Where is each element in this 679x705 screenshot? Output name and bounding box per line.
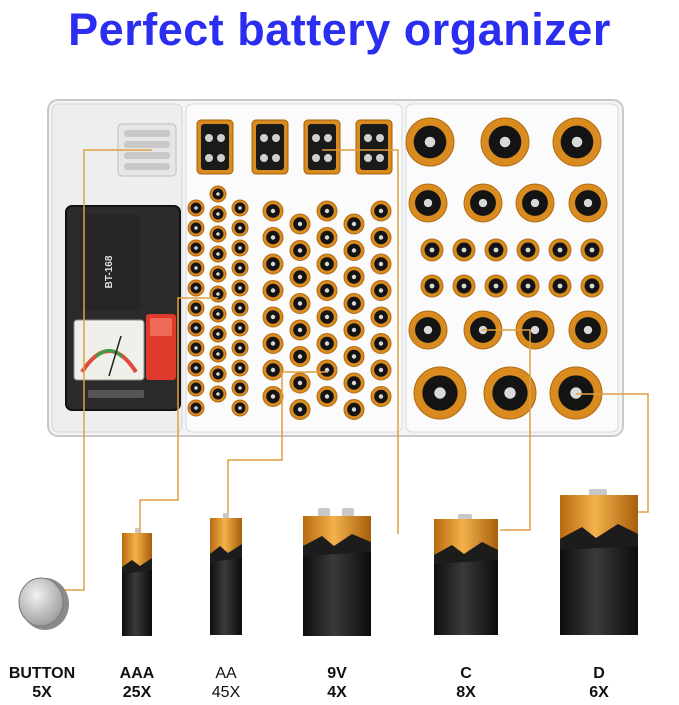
battery-type: AA — [215, 665, 237, 682]
battery-count: 4X — [327, 684, 347, 701]
label-9v: 9V 4X — [292, 664, 382, 702]
label-c: C 8X — [421, 664, 511, 702]
leader-lines — [48, 149, 649, 591]
battery-type: 9V — [327, 665, 347, 682]
headline: Perfect battery organizer — [68, 4, 611, 55]
aaa-battery — [122, 528, 152, 636]
battery-tester — [65, 205, 181, 411]
aa-battery — [210, 513, 242, 635]
large-cell-compartment — [405, 103, 619, 433]
battery-count: 8X — [456, 684, 476, 701]
aaa-slots — [187, 185, 249, 417]
label-aaa: AAA 25X — [92, 664, 182, 702]
label-aa: AA 45X — [181, 664, 271, 702]
battery-count: 5X — [32, 684, 52, 701]
battery-count: 45X — [211, 684, 241, 701]
battery-type: C — [460, 665, 472, 682]
button-cell — [18, 577, 69, 630]
label-button: BUTTON 5X — [0, 664, 84, 702]
button-cell-stack — [117, 123, 177, 177]
large-cell-slots — [405, 117, 608, 420]
battery-type: AAA — [119, 665, 155, 682]
label-d: D 6X — [554, 664, 644, 702]
battery-count: 6X — [589, 684, 609, 701]
tester-model-label: BT-168 — [104, 255, 115, 288]
battery-type: D — [593, 665, 605, 682]
battery-type: BUTTON — [8, 665, 76, 682]
d-battery — [560, 489, 638, 635]
aa-slots — [262, 200, 392, 420]
c-battery — [434, 514, 498, 635]
nine-volt-slots — [196, 119, 393, 175]
battery-count: 25X — [122, 684, 152, 701]
nine-volt-battery — [303, 508, 371, 636]
